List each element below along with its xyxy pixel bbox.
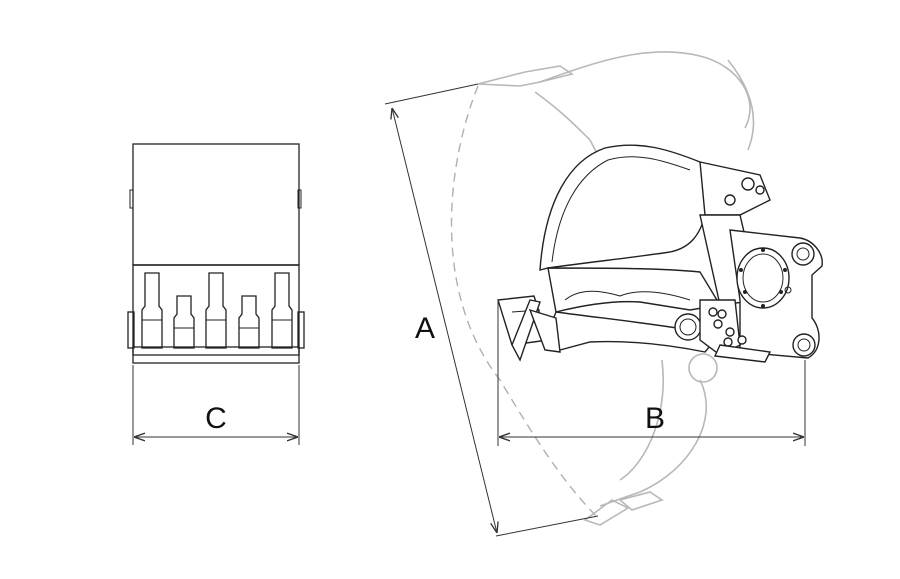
dimension-b-label: B bbox=[645, 402, 665, 435]
bucket-lip-plate bbox=[132, 264, 300, 356]
tooth bbox=[271, 272, 293, 349]
grapple-body bbox=[497, 144, 823, 363]
bucket-cutting-edge bbox=[132, 346, 300, 364]
dimension-c: C bbox=[132, 365, 300, 445]
tooth bbox=[141, 272, 163, 349]
dimension-c-label: C bbox=[205, 402, 227, 435]
front-view: C bbox=[127, 143, 305, 445]
rotator-disk bbox=[736, 247, 790, 309]
dimension-a-label: A bbox=[415, 312, 435, 345]
teeth-row bbox=[141, 272, 293, 349]
tooth bbox=[238, 295, 260, 349]
mount-pin-lower bbox=[792, 333, 816, 357]
pivot-pin bbox=[674, 313, 702, 341]
open-jaw-ghost bbox=[450, 51, 755, 526]
mount-pin-upper bbox=[791, 242, 815, 266]
side-view: A B bbox=[384, 51, 823, 537]
tooth bbox=[205, 272, 227, 349]
dimension-b: B bbox=[497, 300, 806, 446]
tooth bbox=[173, 295, 195, 349]
bucket-back-plate bbox=[132, 143, 300, 266]
dimension-a: A bbox=[384, 83, 599, 537]
